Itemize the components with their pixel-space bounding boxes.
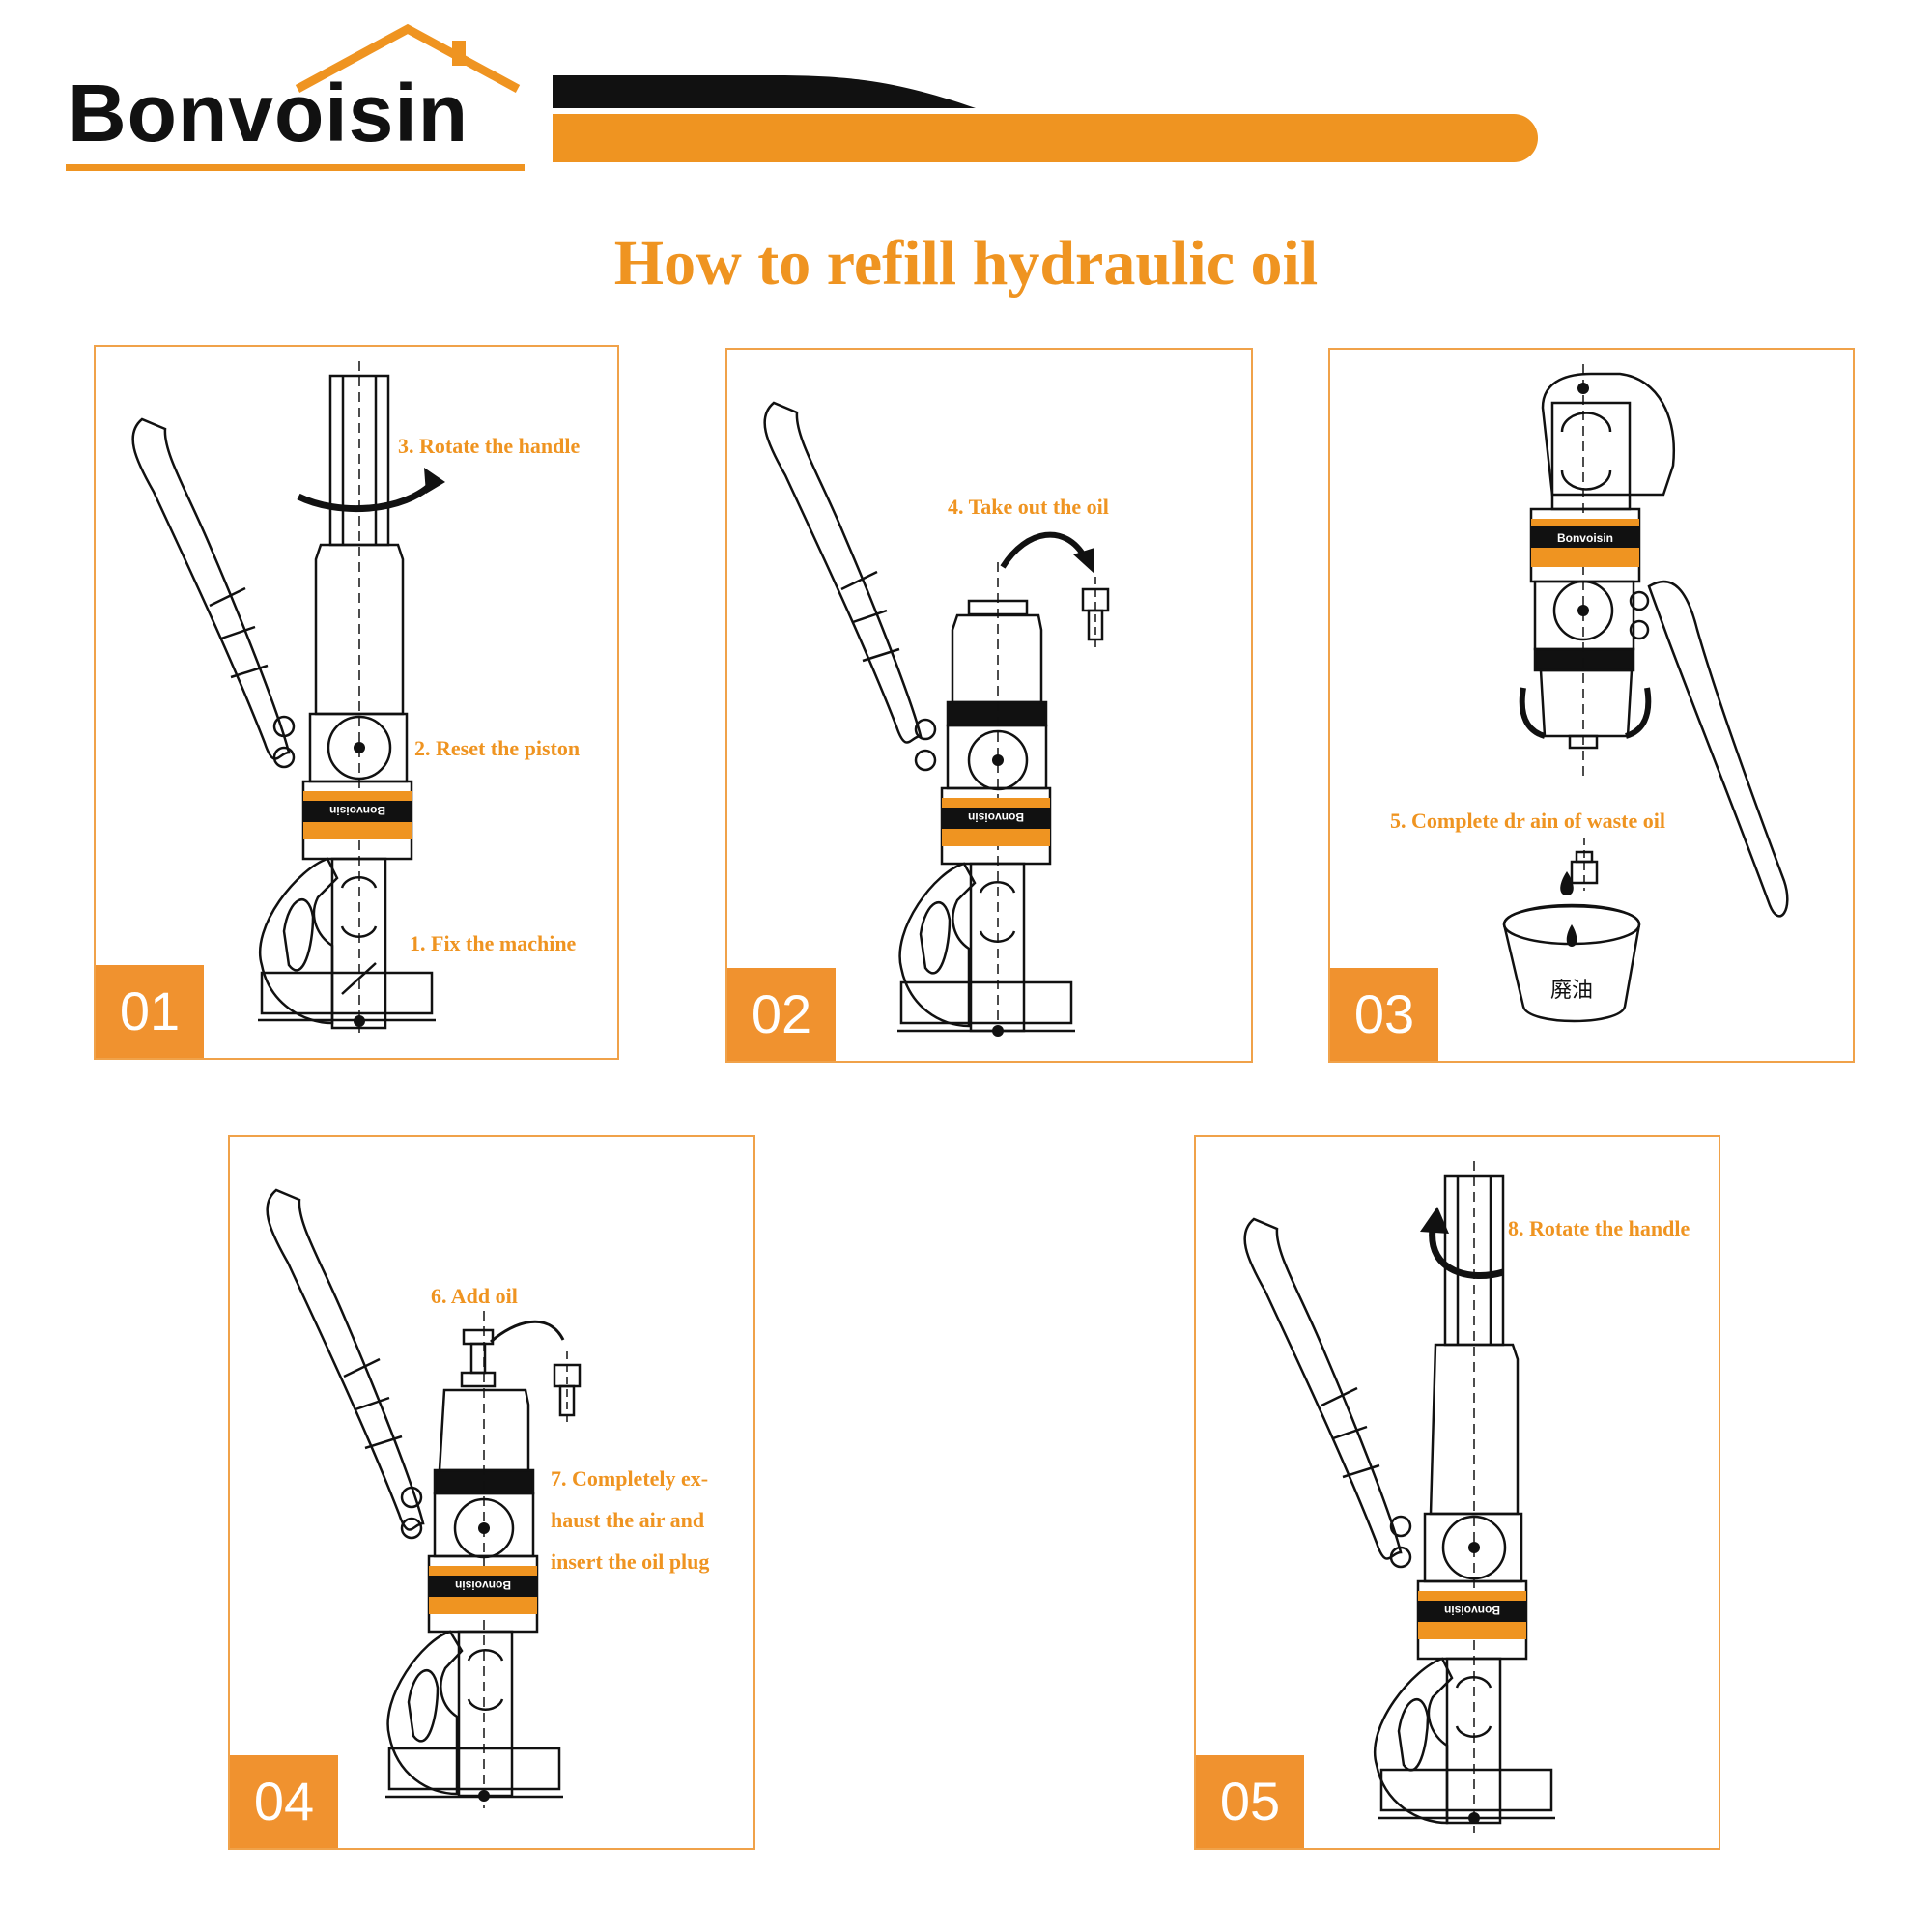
plate-brand-text: Bonvoisin	[1557, 531, 1613, 545]
cup-label: 廃油	[1550, 979, 1593, 1003]
step-badge-01: 01	[96, 965, 204, 1058]
brand-underline	[66, 164, 525, 171]
plate-brand-text: Bonvoisin	[329, 804, 385, 817]
step-panel-02: Bonvoisin 4. Take out the oil 02	[725, 348, 1253, 1063]
plate-brand-text: Bonvoisin	[1444, 1604, 1500, 1617]
page-title: How to refill hydraulic oil	[613, 228, 1319, 298]
step-panel-03: Bonvoisin 廃油 5. Complete dr ain of waste…	[1328, 348, 1855, 1063]
label-exhaust-air: 7. Completely ex- haust the air and inse…	[551, 1466, 710, 1574]
curved-arrow-icon	[1000, 531, 1088, 569]
step-panel-05: Bonvoisin 8. Rotate the handle 05	[1194, 1135, 1720, 1850]
step-badge-03: 03	[1330, 968, 1438, 1061]
step-badge-02: 02	[727, 968, 836, 1061]
oil-hose-line	[490, 1320, 565, 1344]
label-drain-waste-oil: 5. Complete dr ain of waste oil	[1390, 809, 1665, 833]
plate-brand-text: Bonvoisin	[968, 810, 1024, 824]
step-badge-04: 04	[230, 1755, 338, 1848]
crimper-diagram-03-inverted: Bonvoisin 廃油	[1502, 364, 1789, 1023]
step-badge-05: 05	[1196, 1755, 1304, 1848]
label-add-oil: 6. Add oil	[431, 1284, 518, 1308]
crimper-diagram-04: Bonvoisin	[266, 1188, 582, 1808]
crimper-diagram-02: Bonvoisin	[763, 401, 1110, 1040]
label-take-out-oil: 4. Take out the oil	[948, 495, 1109, 519]
label-rotate-handle: 3. Rotate the handle	[398, 434, 581, 458]
header-band-decoration	[553, 75, 1538, 162]
oil-drop-icon	[1560, 871, 1574, 895]
label-reset-piston: 2. Reset the piston	[414, 736, 581, 760]
pump-handle	[131, 417, 291, 760]
step-panel-04: Bonvoisin 6. Add oil 7. Completely ex- h…	[228, 1135, 755, 1850]
rotate-arrow-icon	[1429, 1228, 1505, 1280]
crimper-diagram-05: Bonvoisin	[1243, 1161, 1555, 1833]
brand-logo-text: Bonvoisin	[68, 68, 469, 158]
label-fix-machine: 1. Fix the machine	[410, 931, 577, 955]
oil-funnel-icon	[462, 1328, 495, 1346]
crimper-diagram-01: Bonvoisin	[131, 361, 445, 1033]
label-rotate-handle-final: 8. Rotate the handle	[1508, 1216, 1690, 1240]
house-roof-logo-icon	[295, 23, 521, 93]
waste-oil-cup-icon	[1502, 905, 1641, 1023]
plate-brand-text: Bonvoisin	[455, 1578, 511, 1592]
rotate-arrow-icon	[297, 479, 437, 513]
step-panel-01: Bonvoisin 3. Rotate the handle 2. Reset …	[94, 345, 619, 1060]
